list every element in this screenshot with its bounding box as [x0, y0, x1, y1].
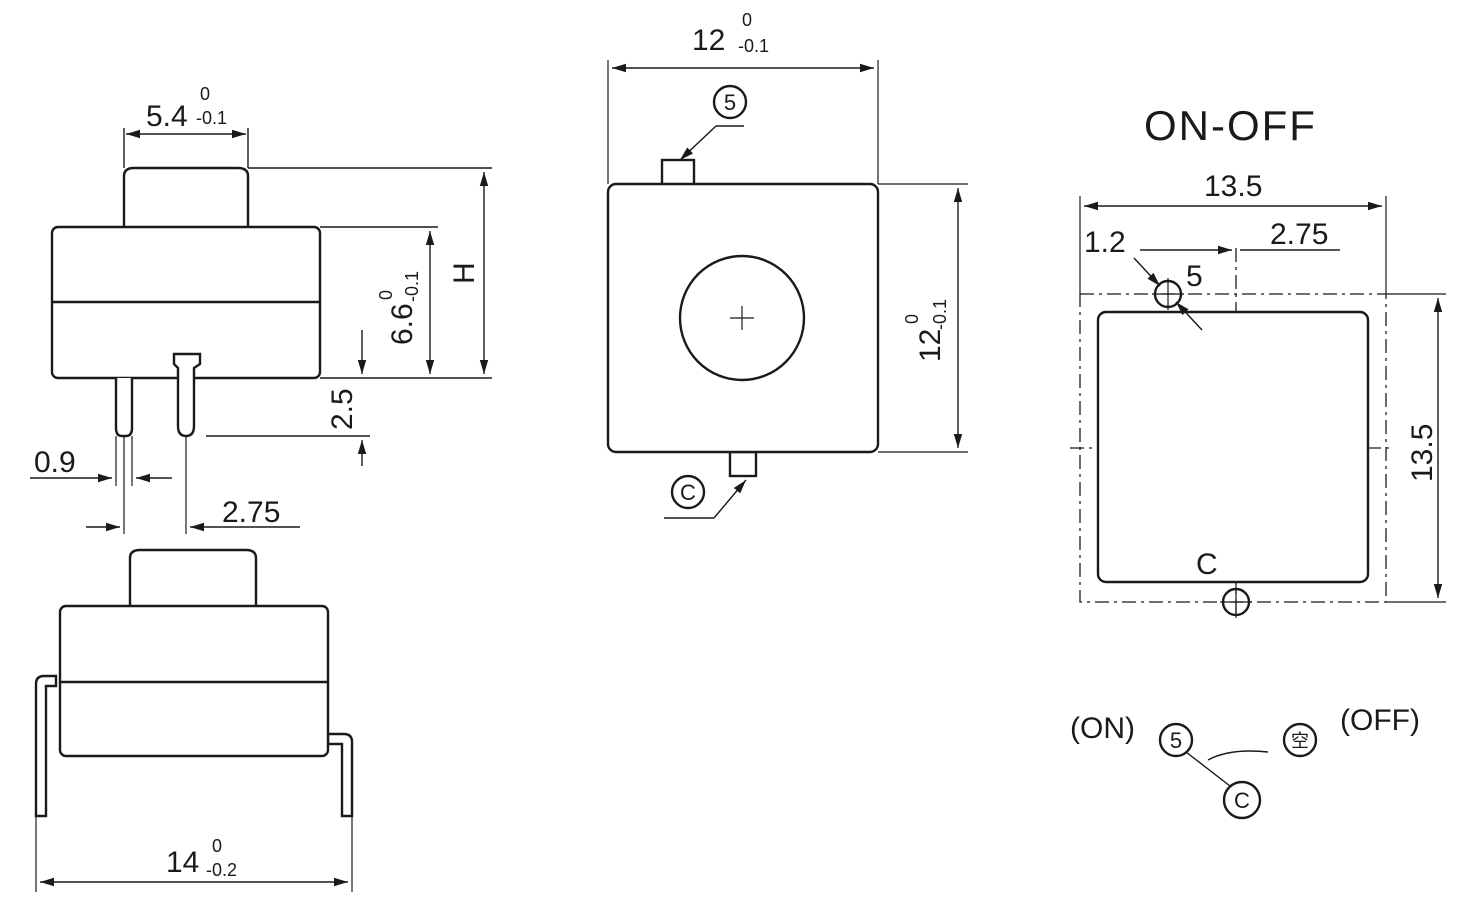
top-terminal-5	[660, 158, 696, 188]
callout-c-circle	[670, 474, 706, 510]
schematic-off-glyph: 空	[1291, 731, 1309, 751]
callout-c-label: C	[680, 480, 696, 505]
schematic-wire	[1185, 751, 1231, 787]
front-view: 14 0 -0.2	[34, 548, 354, 892]
schematic-off-circle	[1282, 722, 1318, 758]
front-pin-right	[326, 732, 354, 818]
dim-top-width-sup: 0	[200, 84, 210, 104]
schematic-5-label: 5	[1170, 728, 1182, 753]
top-button-circle	[678, 254, 806, 382]
side-actuator	[122, 166, 250, 228]
schematic-c-label: C	[1234, 788, 1250, 813]
dim-top-view-height: 12	[914, 329, 947, 362]
dim-top-width: 5.4	[146, 100, 188, 133]
dim-total-height: H	[448, 262, 481, 284]
off-label: (OFF)	[1340, 704, 1420, 737]
front-actuator	[128, 548, 258, 608]
dim-top-view-height-sup: 0	[902, 314, 922, 324]
dim-front-width: 14	[166, 846, 199, 879]
schematic-5-circle	[1158, 722, 1194, 758]
dim-pcb-width: 13.5	[1204, 170, 1262, 203]
hole-5-label: 5	[1186, 260, 1203, 293]
dim-pin-pitch-side: 2.75	[222, 496, 280, 529]
dim-pin-length: 2.5	[326, 388, 359, 430]
schematic-c-circle	[1222, 780, 1262, 820]
mode-title: ON-OFF	[1144, 102, 1317, 149]
callout-5-circle	[712, 84, 748, 120]
schematic-switch-arm	[1207, 750, 1269, 761]
dim-front-width-sup: 0	[212, 836, 222, 856]
dim-top-view-width-sup: 0	[742, 10, 752, 30]
top-terminal-c	[728, 450, 758, 478]
side-pin-left	[114, 378, 134, 438]
front-pin-left	[34, 674, 58, 818]
dim-front-width-sub: -0.2	[206, 860, 237, 880]
dim-top-width-sub: -0.1	[196, 108, 227, 128]
top-view: 12 0 -0.1 12 0 -0.1 5 C	[606, 10, 968, 519]
dim-pin-width: 0.9	[34, 446, 76, 479]
dim-pcb-height: 13.5	[1406, 424, 1439, 482]
dim-hole-offset: 1.2	[1084, 226, 1126, 259]
dim-top-view-width-sub: -0.1	[738, 36, 769, 56]
side-view: 5.4 0 -0.1 H 6.6 0 -0.1 2.5 0.9 2.75	[30, 84, 492, 534]
callout-5-label: 5	[724, 90, 736, 115]
switch-schematic: (ON) 5 C 空 (OFF)	[1070, 704, 1420, 820]
dim-body-height-sup: 0	[376, 290, 396, 300]
dim-top-view-width: 12	[692, 24, 725, 57]
on-label: (ON)	[1070, 712, 1135, 745]
hole-c-label: C	[1196, 548, 1218, 581]
pcb-layout: ON-OFF 5 C 13.5 1.2 2.75 13.5	[1070, 102, 1446, 618]
side-pin-right	[172, 352, 202, 438]
dim-body-height-sub: -0.1	[402, 271, 422, 302]
pcb-body	[1096, 310, 1370, 584]
dim-top-view-height-sub: -0.1	[930, 299, 950, 330]
dim-body-height: 6.6	[386, 303, 419, 345]
dim-hole-pitch: 2.75	[1270, 218, 1328, 251]
